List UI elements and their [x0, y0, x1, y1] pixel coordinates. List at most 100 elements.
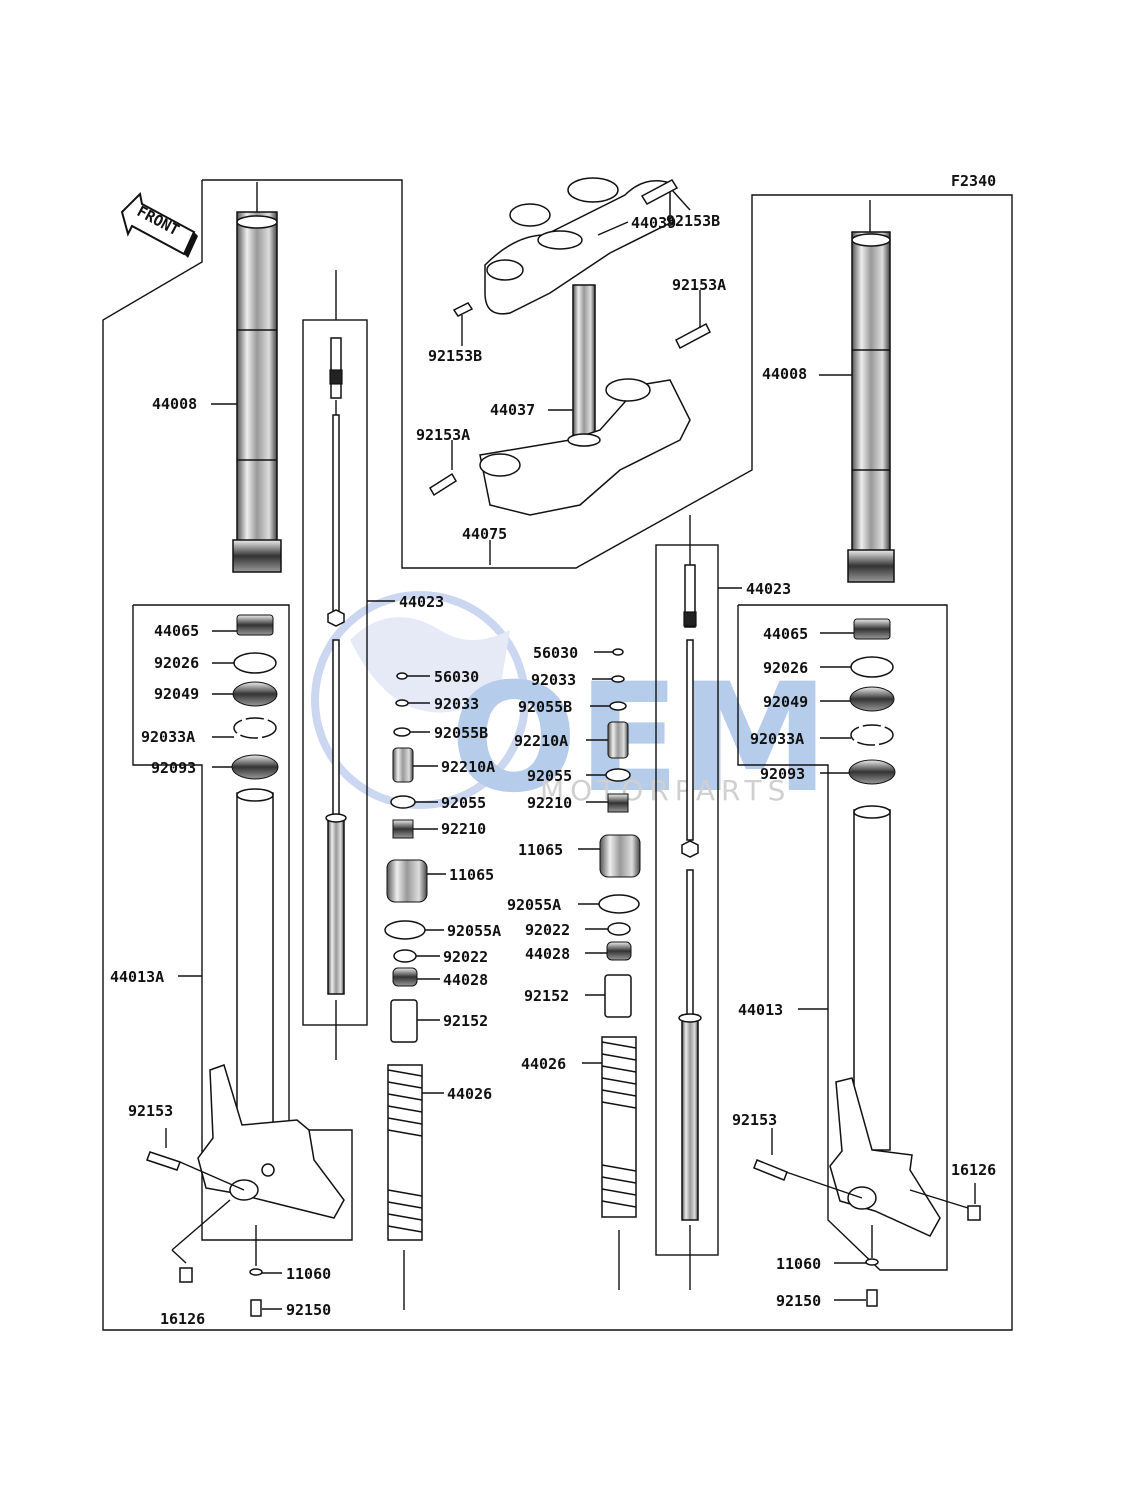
left-inner-cartridge-box	[302, 319, 368, 1026]
r-11065	[599, 834, 641, 878]
steering-stem-44037	[479, 284, 691, 516]
part-labels: 92153B 44039 92153A 92153B 44037 92153A …	[110, 212, 996, 1328]
left-oil-seal-92049	[232, 681, 278, 707]
right-bushing-44065	[853, 618, 891, 640]
label-44013A: 44013A	[110, 968, 164, 986]
r-92033	[611, 675, 625, 683]
mid-92210A	[392, 747, 414, 783]
label-92022-r: 92022	[525, 921, 570, 939]
mid-44028	[392, 967, 418, 987]
label-44026-r: 44026	[521, 1055, 566, 1073]
front-arrow-icon: FRONT	[120, 191, 198, 258]
r-spring-44026	[601, 1036, 637, 1218]
label-92055A-mid: 92055A	[447, 922, 501, 940]
r-92022	[607, 922, 631, 936]
mid-spring-44026	[387, 1064, 423, 1241]
label-92150-right: 92150	[776, 1292, 821, 1310]
label-92055A-r: 92055A	[507, 896, 561, 914]
label-92153-left: 92153	[128, 1102, 173, 1120]
r-92055	[605, 768, 631, 782]
label-44037: 44037	[490, 401, 535, 419]
mid-92055A	[384, 920, 426, 940]
r-44028	[606, 941, 632, 961]
watermark-globe	[311, 591, 529, 809]
right-outer-tube-44013	[829, 805, 941, 1237]
watermark: OEM MOTORPARTS	[311, 591, 829, 826]
label-44013: 44013	[738, 1001, 783, 1019]
label-92153-right: 92153	[732, 1111, 777, 1129]
figure-code: F2340	[951, 172, 996, 190]
right-washer-92026	[850, 656, 894, 678]
right-internal-parts	[598, 648, 641, 1290]
r-92055A	[598, 894, 640, 914]
right-circlip-92033A	[850, 724, 894, 746]
label-92055B-mid: 92055B	[434, 724, 488, 742]
label-44008-right: 44008	[762, 365, 807, 383]
label-92033-r: 92033	[531, 671, 576, 689]
left-washer-92026	[233, 652, 277, 674]
label-44065-left: 44065	[154, 622, 199, 640]
label-92153B-top: 92153B	[666, 212, 720, 230]
watermark-globe-land	[350, 617, 510, 713]
label-11060-left: 11060	[286, 1265, 331, 1283]
label-92049-left: 92049	[154, 685, 199, 703]
left-outer-tube-box	[132, 604, 353, 1241]
label-92033A-right: 92033A	[750, 730, 804, 748]
right-cartridge-44023	[678, 515, 702, 1290]
label-92152-r: 92152	[524, 987, 569, 1005]
label-11065-mid: 11065	[449, 866, 494, 884]
label-44028-r: 44028	[525, 945, 570, 963]
label-92055B-r: 92055B	[518, 698, 572, 716]
leader-lines	[165, 189, 976, 1310]
r-92152	[604, 974, 632, 1018]
left-outer-tube-44013A	[197, 788, 345, 1219]
watermark-logo: OEM	[450, 652, 829, 826]
left-fork-tube	[232, 182, 282, 573]
label-92150-left: 92150	[286, 1301, 331, 1319]
label-92152-mid: 92152	[443, 1012, 488, 1030]
left-assembly-frame	[102, 179, 1013, 1331]
label-92055-mid: 92055	[441, 794, 486, 812]
mid-92022	[393, 949, 417, 963]
r-92055B	[609, 701, 627, 711]
label-92210-r: 92210	[527, 794, 572, 812]
left-bushing-44065	[236, 614, 274, 636]
label-92093-right: 92093	[760, 765, 805, 783]
mid-92210	[392, 819, 414, 839]
mid-11065	[386, 859, 428, 903]
left-dust-seal-92093	[231, 754, 279, 780]
label-56030-r: 56030	[533, 644, 578, 662]
label-92210A-mid: 92210A	[441, 758, 495, 776]
right-oil-seal-92049	[849, 686, 895, 712]
label-92026-right: 92026	[763, 659, 808, 677]
label-44023-left: 44023	[399, 593, 444, 611]
label-11065-r: 11065	[518, 841, 563, 859]
label-92210A-r: 92210A	[514, 732, 568, 750]
label-92033A-left: 92033A	[141, 728, 195, 746]
mid-92033	[395, 699, 409, 707]
label-92049-right: 92049	[763, 693, 808, 711]
mid-92055	[390, 795, 416, 809]
label-92022-mid: 92022	[443, 948, 488, 966]
label-92055-r: 92055	[527, 767, 572, 785]
label-16126-right: 16126	[951, 1161, 996, 1179]
right-fork-tube	[847, 200, 895, 583]
label-92153A-top: 92153A	[672, 276, 726, 294]
mid-56030	[396, 672, 408, 680]
mid-92152	[390, 999, 418, 1043]
watermark-subtext: MOTORPARTS	[540, 774, 791, 807]
label-92026-left: 92026	[154, 654, 199, 672]
left-circlip-92033A	[233, 717, 277, 739]
label-56030-mid: 56030	[434, 668, 479, 686]
label-44075: 44075	[462, 525, 507, 543]
label-92033-mid: 92033	[434, 695, 479, 713]
label-92093-left: 92093	[151, 759, 196, 777]
label-92153B-left: 92153B	[428, 347, 482, 365]
label-16126-left: 16126	[160, 1310, 205, 1328]
label-44026-mid: 44026	[447, 1085, 492, 1103]
mid-internal-parts	[384, 672, 428, 1310]
label-92210-mid: 92210	[441, 820, 486, 838]
right-dust-seal-92093	[848, 759, 896, 785]
left-cartridge-44023	[325, 270, 347, 1060]
